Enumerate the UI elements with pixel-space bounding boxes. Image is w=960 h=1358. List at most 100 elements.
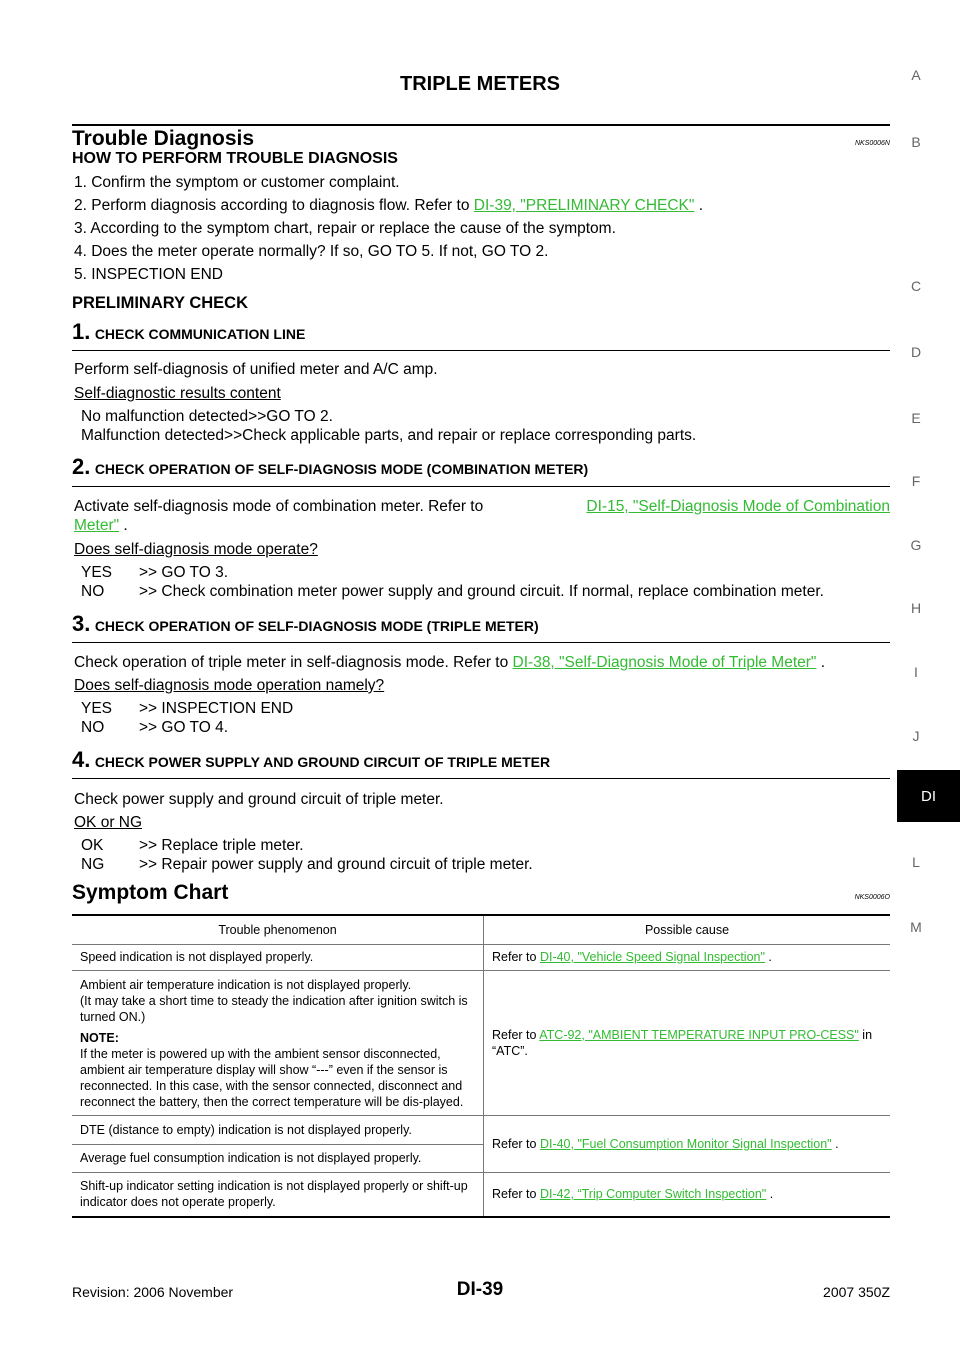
check-1-rule: [72, 350, 890, 351]
row-2-cause-post: in “ATC”.: [492, 1027, 873, 1058]
row-3-4-cause-post: .: [831, 1136, 839, 1151]
link-combination-meter-2[interactable]: Meter": [74, 517, 120, 534]
header-rule: [72, 124, 890, 126]
check-3-yes: YES>> INSPECTION END: [81, 699, 293, 718]
check-3-rule: [72, 642, 890, 643]
check-4-ng-value: >> Repair power supply and ground circui…: [139, 856, 533, 873]
row-2-cause-pre: Refer to: [492, 1027, 540, 1042]
row-1-cause-post: .: [764, 950, 772, 964]
side-tab-j[interactable]: J: [912, 728, 920, 744]
check-3-no-key: NO: [81, 719, 105, 736]
check-2-yes-key: YES: [81, 564, 113, 581]
check-1-option-1: No malfunction detected>>GO TO 2.: [81, 408, 333, 425]
step-5: 5. INSPECTION END: [74, 266, 223, 283]
table-row: DTE (distance to empty) indication is no…: [72, 1115, 890, 1173]
link-triple-meter-self-diagnosis[interactable]: DI-38, "Self-Diagnosis Mode of Triple Me…: [512, 654, 817, 671]
check-2-no: NO >> Check combination meter power suppl…: [81, 582, 824, 601]
link-vehicle-speed-signal[interactable]: DI-40, "Vehicle Speed Signal Inspection": [539, 950, 765, 964]
side-tab-a[interactable]: A: [911, 67, 921, 83]
step-1: 1. Confirm the symptom or customer compl…: [74, 174, 400, 191]
symptom-table: Trouble phenomenon Possible cause Speed …: [72, 914, 890, 1218]
link-ambient-temperature-input[interactable]: ATC-92, "AMBIENT TEMPERATURE INPUT PRO-C…: [539, 1027, 859, 1042]
check-2-number: 2.: [72, 454, 91, 479]
check-4-ok-key: OK: [81, 837, 104, 854]
side-tab-di-active[interactable]: DI: [897, 770, 960, 822]
section-code: NKS0006N: [854, 140, 890, 147]
row-2-phenomenon-line-1: Ambient air temperature indication is no…: [80, 978, 412, 992]
check-2-yes-value: >> GO TO 3.: [139, 564, 229, 581]
step-4: 4. Does the meter operate normally? If s…: [74, 243, 549, 260]
check-3-title: CHECK OPERATION OF SELF-DIAGNOSIS MODE (…: [94, 618, 539, 634]
check-4-ok: OK >> Replace triple meter.: [81, 836, 304, 855]
side-tab-h[interactable]: H: [910, 600, 922, 616]
row-4-phenomenon: Average fuel consumption indication is n…: [72, 1144, 484, 1173]
side-tab-c[interactable]: C: [910, 278, 922, 294]
step-2-tail: .: [694, 197, 704, 214]
check-2-text: Activate self-diagnosis mode of combinat…: [74, 498, 484, 515]
check-3-text-line: Check operation of triple meter in self-…: [74, 653, 825, 672]
row-1-cause: Refer to DI-40, "Vehicle Speed Signal In…: [483, 944, 890, 971]
section-title-symptom-chart: Symptom Chart: [72, 881, 229, 904]
row-2-note-text: If the meter is powered up with the ambi…: [80, 1047, 464, 1109]
subsection-title: HOW TO PERFORM TROUBLE DIAGNOSIS: [72, 150, 398, 167]
row-5-cause-pre: Refer to: [492, 1187, 540, 1201]
side-tab-i[interactable]: I: [914, 664, 918, 680]
step-2-text: 2. Perform diagnosis according to diagno…: [74, 197, 470, 214]
check-4-ng-key: NG: [81, 856, 105, 873]
link-trip-computer-switch[interactable]: DI-42, “Trip Computer Switch Inspection": [539, 1187, 767, 1201]
side-tab-m[interactable]: M: [910, 919, 922, 935]
side-tab-f[interactable]: F: [911, 473, 921, 489]
check-3-heading: 3. CHECK OPERATION OF SELF-DIAGNOSIS MOD…: [72, 611, 539, 637]
row-3-4-cause: Refer to DI-40, "Fuel Consumption Monito…: [483, 1115, 890, 1173]
check-3-yes-key: YES: [81, 700, 113, 717]
row-2-cause: Refer to ATC-92, "AMBIENT TEMPERATURE IN…: [483, 970, 890, 1116]
check-2-text-line-2: Meter" .: [74, 516, 128, 535]
check-2-rule: [72, 486, 890, 487]
check-1-title: CHECK COMMUNICATION LINE: [94, 326, 306, 342]
check-4-ok-value: >> Replace triple meter.: [139, 837, 304, 854]
check-4-rule: [72, 778, 890, 779]
check-2-no-key: NO: [81, 583, 105, 600]
symptom-chart-code: NKS0006O: [854, 894, 890, 901]
side-tab-g[interactable]: G: [910, 537, 922, 553]
side-tab-e[interactable]: E: [911, 410, 921, 426]
table-row: Shift-up indicator setting indication is…: [72, 1172, 890, 1218]
check-1-option-2: Malfunction detected>>Check applicable p…: [81, 427, 697, 444]
check-1-text: Perform self-diagnosis of unified meter …: [74, 361, 438, 378]
footer-revision: Revision: 2006 November: [72, 1284, 234, 1300]
page-title: TRIPLE METERS: [399, 73, 560, 95]
link-combination-meter-1[interactable]: DI-15, "Self-Diagnosis Mode of Combinati…: [586, 498, 890, 515]
check-3-no-value: >> GO TO 4.: [139, 719, 229, 736]
check-2-title: CHECK OPERATION OF SELF-DIAGNOSIS MODE (…: [94, 461, 589, 477]
row-5-cause-post: .: [766, 1187, 774, 1201]
side-tab-d[interactable]: D: [910, 344, 922, 360]
check-2-yes: YES >> GO TO 3.: [81, 563, 228, 582]
row-2-phenomenon-line-2: (It may take a short time to steady the …: [80, 994, 468, 1024]
check-2-no-value: >> Check combination meter power supply …: [139, 583, 824, 600]
row-2-note-label: NOTE:: [80, 1031, 119, 1045]
check-2-question: Does self-diagnosis mode operate?: [74, 541, 318, 558]
check-4-question: OK or NG: [74, 814, 143, 831]
check-2-heading: 2. CHECK OPERATION OF SELF-DIAGNOSIS MOD…: [72, 454, 588, 480]
side-tab-b[interactable]: B: [911, 134, 921, 150]
side-tab-l[interactable]: L: [912, 854, 920, 870]
link-preliminary-check[interactable]: DI-39, "PRELIMINARY CHECK": [473, 197, 695, 214]
check-4-number: 4.: [72, 747, 91, 772]
row-1-cause-pre: Refer to: [492, 950, 540, 964]
row-2-phenomenon: Ambient air temperature indication is no…: [72, 970, 484, 1116]
check-4-text: Check power supply and ground circuit of…: [74, 791, 444, 808]
header-trouble-phenomenon: Trouble phenomenon: [72, 914, 484, 945]
row-5-phenomenon: Shift-up indicator setting indication is…: [72, 1172, 484, 1218]
link-fuel-consumption-monitor[interactable]: DI-40, "Fuel Consumption Monitor Signal …: [539, 1136, 832, 1151]
check-4-title: CHECK POWER SUPPLY AND GROUND CIRCUIT OF…: [94, 754, 551, 770]
section-title-trouble-diagnosis: Trouble Diagnosis: [72, 127, 255, 150]
header-possible-cause: Possible cause: [483, 914, 890, 945]
table-row: Ambient air temperature indication is no…: [72, 970, 890, 1116]
table-row: Speed indication is not displayed proper…: [72, 944, 890, 971]
row-3-phenomenon: DTE (distance to empty) indication is no…: [72, 1115, 484, 1145]
row-5-cause: Refer to DI-42, “Trip Computer Switch In…: [483, 1172, 890, 1218]
preliminary-check-title: PRELIMINARY CHECK: [72, 294, 249, 312]
table-row: Average fuel consumption indication is n…: [72, 1144, 890, 1173]
check-3-text: Check operation of triple meter in self-…: [74, 654, 509, 671]
check-3-tail: .: [816, 654, 826, 671]
